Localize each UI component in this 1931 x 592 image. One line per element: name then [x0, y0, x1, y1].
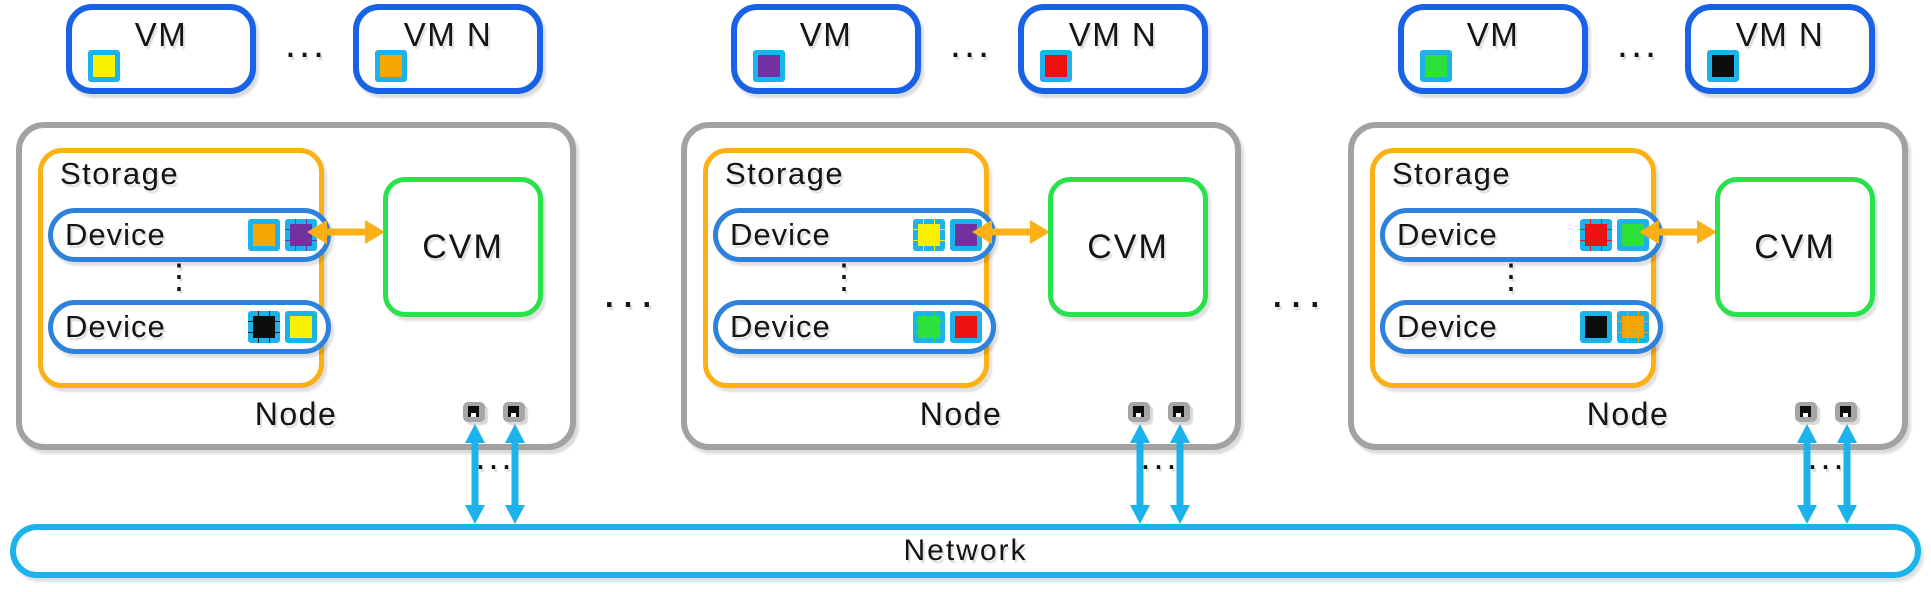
vm-data-square-icon: [1707, 50, 1739, 82]
vm-n-label: VM N: [1068, 16, 1158, 53]
link-ellipsis: ...: [1807, 436, 1847, 477]
data-block-icon: [1580, 311, 1612, 343]
link-ellipsis: ...: [475, 436, 515, 477]
device-label: Device: [730, 217, 831, 252]
port-network-arrow-icon: [1130, 424, 1150, 524]
device-pill: Device: [48, 208, 331, 262]
device-pill: Device: [713, 300, 996, 354]
cvm-label: CVM: [422, 227, 504, 266]
data-block-icon: [248, 311, 280, 343]
data-block-icon: [1580, 219, 1612, 251]
storage-label: Storage: [60, 156, 180, 191]
node-group-1: VM ... VM N Storage Device ⋮ Device C: [16, 0, 576, 592]
port-network-arrow-icon: [465, 424, 485, 524]
data-block-icon: [913, 311, 945, 343]
device-vertical-ellipsis: ⋮: [1494, 258, 1528, 296]
node-label: Node: [1586, 396, 1670, 432]
cvm-label: CVM: [1087, 227, 1169, 266]
vm-data-square-icon: [1040, 50, 1072, 82]
device-pill: Device: [713, 208, 996, 262]
vm-box: VM: [66, 4, 256, 94]
network-port-icon: [1835, 402, 1857, 422]
vm-box: VM: [1398, 4, 1588, 94]
data-block-icon: [285, 311, 317, 343]
node-ellipsis: ...: [1270, 265, 1328, 317]
vm-ellipsis: ...: [284, 22, 328, 66]
network-bar: Network: [10, 524, 1921, 578]
data-block-icon: [248, 219, 280, 251]
vm-data-square-icon: [88, 50, 120, 82]
device-label: Device: [65, 309, 166, 344]
vm-data-square-icon: [1420, 50, 1452, 82]
node-group-2: VM ... VM N Storage Device ⋮ Device C: [681, 0, 1241, 592]
storage-cvm-arrow-icon: [307, 220, 385, 244]
cvm-box: CVM: [1048, 177, 1208, 317]
vm-n-label: VM N: [403, 16, 493, 53]
device-pill: Device: [1380, 208, 1663, 262]
storage-label: Storage: [1392, 156, 1512, 191]
node-label: Node: [919, 396, 1003, 432]
port-network-arrow-icon: [1170, 424, 1190, 524]
node-group-3: VM ... VM N Storage Device ⋮ Device C: [1348, 0, 1908, 592]
cvm-label: CVM: [1754, 227, 1836, 266]
vm-data-square-icon: [753, 50, 785, 82]
data-block-icon: [913, 219, 945, 251]
vm-label: VM: [799, 16, 853, 53]
device-pill: Device: [1380, 300, 1663, 354]
network-port-icon: [1168, 402, 1190, 422]
vm-ellipsis: ...: [949, 22, 993, 66]
port-network-arrow-icon: [1837, 424, 1857, 524]
port-network-arrow-icon: [505, 424, 525, 524]
vm-box: VM: [731, 4, 921, 94]
network-port-icon: [463, 402, 485, 422]
vm-n-label: VM N: [1735, 16, 1825, 53]
node-label: Node: [254, 396, 338, 432]
vm-data-square-icon: [375, 50, 407, 82]
network-port-icon: [1128, 402, 1150, 422]
vm-n-box: VM N: [1018, 4, 1208, 94]
network-port-icon: [1795, 402, 1817, 422]
device-pill: Device: [48, 300, 331, 354]
device-vertical-ellipsis: ⋮: [162, 258, 196, 296]
vm-ellipsis: ...: [1616, 22, 1660, 66]
cvm-box: CVM: [1715, 177, 1875, 317]
cvm-box: CVM: [383, 177, 543, 317]
data-block-icon: [950, 311, 982, 343]
network-port-icon: [503, 402, 525, 422]
device-label: Device: [1397, 217, 1498, 252]
storage-cvm-arrow-icon: [972, 220, 1050, 244]
network-label: Network: [903, 534, 1028, 567]
vm-n-box: VM N: [1685, 4, 1875, 94]
device-label: Device: [65, 217, 166, 252]
device-vertical-ellipsis: ⋮: [827, 258, 861, 296]
device-label: Device: [730, 309, 831, 344]
vm-label: VM: [134, 16, 188, 53]
node-ellipsis: ...: [602, 265, 660, 317]
storage-label: Storage: [725, 156, 845, 191]
data-block-icon: [1617, 311, 1649, 343]
link-ellipsis: ...: [1140, 436, 1180, 477]
vm-n-box: VM N: [353, 4, 543, 94]
port-network-arrow-icon: [1797, 424, 1817, 524]
device-label: Device: [1397, 309, 1498, 344]
storage-cvm-arrow-icon: [1639, 220, 1717, 244]
vm-label: VM: [1466, 16, 1520, 53]
